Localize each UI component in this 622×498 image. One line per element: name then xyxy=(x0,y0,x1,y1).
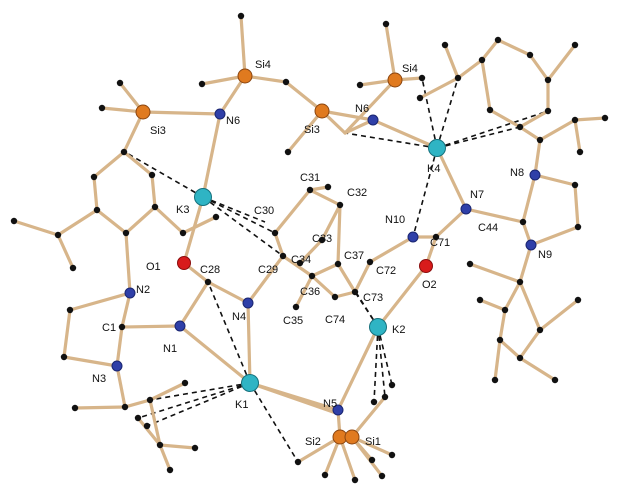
carbon-atoms xyxy=(10,12,609,484)
label-c33: C33 xyxy=(312,233,332,245)
label-n5: N5 xyxy=(323,398,337,410)
label-c44: C44 xyxy=(478,222,498,234)
label-k2: K2 xyxy=(392,324,405,336)
label-n7: N7 xyxy=(470,189,484,201)
oxygen-atoms xyxy=(177,256,433,273)
label-c71: C71 xyxy=(430,237,450,249)
potassium-atoms xyxy=(194,139,446,392)
label-c72: C72 xyxy=(376,265,396,277)
label-si3-left: Si3 xyxy=(150,125,166,137)
label-c73: C73 xyxy=(363,292,383,304)
label-n2: N2 xyxy=(136,284,150,296)
label-n8: N8 xyxy=(510,167,524,179)
label-c31: C31 xyxy=(300,172,320,184)
bonds xyxy=(12,14,607,482)
label-o2: O2 xyxy=(422,279,437,291)
label-c74: C74 xyxy=(325,314,345,326)
label-c32: C32 xyxy=(347,187,367,199)
label-si2: Si2 xyxy=(305,436,321,448)
label-c1: C1 xyxy=(102,322,116,334)
label-si4-left: Si4 xyxy=(255,59,271,71)
label-n6-left: N6 xyxy=(226,115,240,127)
atom-labels: Si4 Si3 N6 Si4 Si3 N6 K4 N8 N7 C44 N9 N1… xyxy=(92,59,552,448)
label-c37: C37 xyxy=(344,250,364,262)
label-c35: C35 xyxy=(283,315,303,327)
label-o1: O1 xyxy=(146,261,161,273)
label-n9: N9 xyxy=(538,249,552,261)
label-k1: K1 xyxy=(235,399,248,411)
label-si1: Si1 xyxy=(365,436,381,448)
label-n4: N4 xyxy=(232,311,246,323)
label-n3: N3 xyxy=(92,373,106,385)
label-c29: C29 xyxy=(258,264,278,276)
label-si4-right: Si4 xyxy=(402,63,418,75)
label-c30: C30 xyxy=(254,205,274,217)
label-c34: C34 xyxy=(291,254,311,266)
label-c36: C36 xyxy=(300,286,320,298)
nitrogen-atoms xyxy=(111,108,541,416)
label-si3-right: Si3 xyxy=(304,124,320,136)
silicon-atoms xyxy=(135,68,403,445)
label-k3: K3 xyxy=(176,204,189,216)
label-c28: C28 xyxy=(200,264,220,276)
label-n1: N1 xyxy=(163,343,177,355)
label-k4: K4 xyxy=(427,163,440,175)
label-n6-right: N6 xyxy=(355,103,369,115)
label-n10: N10 xyxy=(385,214,405,226)
